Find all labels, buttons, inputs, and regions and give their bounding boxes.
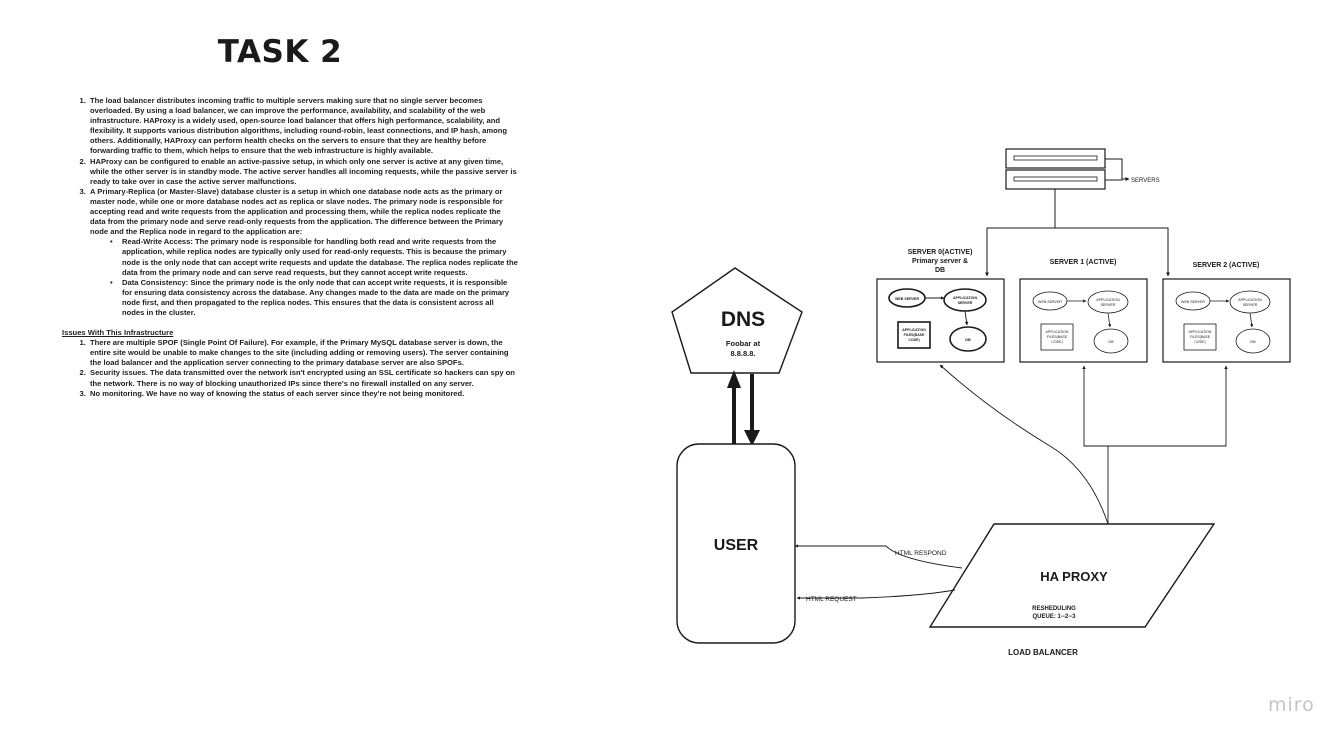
ha-proxy-label: HA PROXY <box>1040 569 1108 584</box>
server0-box: WEB SERVER APPLICATION SERVER APPLICATIO… <box>876 278 1005 363</box>
app-server-label: APPLICATION <box>1096 298 1120 302</box>
application-server-node <box>1087 290 1129 314</box>
app-server-label-2: SERVER <box>1243 303 1258 307</box>
proxy-to-server0-arrow <box>939 364 1109 525</box>
queue-label: RESHEDULING <box>1032 606 1076 612</box>
page-title: TASK 2 <box>217 34 343 70</box>
sub-list-item: Data Consistency: Since the primary node… <box>110 278 518 318</box>
intro-list: The load balancer distributes incoming t… <box>62 96 518 318</box>
sub-list: Read-Write Access: The primary node is r… <box>90 237 518 318</box>
servers-label: SERVERS <box>1131 178 1160 184</box>
application-files-box <box>1040 323 1074 351</box>
list-item: The load balancer distributes incoming t… <box>88 96 518 157</box>
app-to-db-arrow <box>964 310 969 326</box>
queue-value: QUEUE: 1--2--3 <box>1032 614 1076 620</box>
server2-title: SERVER 2 (ACTIVE) <box>1193 262 1260 269</box>
web-server-label: WEB SERVER <box>1181 300 1205 304</box>
proxy-to-server2-line <box>1108 365 1228 447</box>
application-files-box <box>897 321 931 349</box>
server2-box: WEB SERVER APPLICATION SERVER APPLICATIO… <box>1162 278 1291 363</box>
user-to-dns-arrow <box>727 370 741 446</box>
list-item-text: A Primary-Replica (or Master-Slave) data… <box>90 186 504 237</box>
proxy-to-servers-line <box>1082 365 1109 524</box>
app-files-label-2: FILES(BASE <box>1190 335 1211 339</box>
rack-unit-inner <box>1013 155 1098 161</box>
db-node <box>1093 328 1129 354</box>
app-files-label: APPLICATION <box>1046 330 1069 334</box>
app-to-db-arrow <box>1107 312 1112 328</box>
server0-subtitle: Primary server & <box>912 258 968 265</box>
html-request-label: HTML REQUEST <box>806 596 857 603</box>
list-item: Security issues. The data transmitted ov… <box>88 368 518 388</box>
app-files-label-2: FILES(BASE <box>1047 335 1068 339</box>
sub-list-item: Read-Write Access: The primary node is r… <box>110 237 518 277</box>
rack-unit-inner <box>1013 176 1098 182</box>
app-files-label-3: CODE) <box>908 338 919 342</box>
dns-address-value: 8.8.8.8. <box>730 349 755 358</box>
miro-watermark: miro <box>1268 694 1315 716</box>
explanation-text: The load balancer distributes incoming t… <box>62 96 518 399</box>
web-server-label: WEB SERVER <box>895 297 920 301</box>
server0-subtitle-db: DB <box>935 267 945 274</box>
issues-heading: Issues With This Infrastructure <box>62 328 174 338</box>
app-server-label: APPLICATION <box>1238 298 1262 302</box>
app-files-label-3: CODE) <box>1051 340 1062 344</box>
list-item: No monitoring. We have no way of knowing… <box>88 389 518 399</box>
app-server-label: APPLICATION <box>953 296 977 300</box>
rack-to-server2-line <box>1055 227 1170 277</box>
server0-title: SERVER 0(ACTIVE) <box>908 249 973 256</box>
html-respond-label: HTML RESPOND <box>895 550 947 557</box>
ha-proxy-node <box>928 523 1216 628</box>
db-label: DB <box>1250 340 1256 344</box>
dns-address-label: Foobar at <box>726 339 761 348</box>
html-request-arrow <box>796 589 956 600</box>
dns-to-user-arrow <box>744 374 760 446</box>
app-files-label: APPLICATION <box>902 328 926 332</box>
list-item: There are multiple SPOF (Single Point Of… <box>88 338 518 368</box>
server1-box: WEB SERVER APPLICATION SERVER APPLICATIO… <box>1019 278 1148 363</box>
list-item: HAProxy can be configured to enable an a… <box>88 157 518 187</box>
db-label: DB <box>1108 340 1114 344</box>
db-label: DB <box>965 338 971 342</box>
app-files-label-3: CODE) <box>1194 340 1205 344</box>
dns-title: DNS <box>721 308 765 331</box>
load-balancer-label: LOAD BALANCER <box>1008 648 1078 657</box>
html-respond-arrow <box>794 544 963 569</box>
server1-title: SERVER 1 (ACTIVE) <box>1050 259 1117 266</box>
application-server-node <box>943 288 987 312</box>
web-server-label: WEB SERVER <box>1038 300 1062 304</box>
issues-list: There are multiple SPOF (Single Point Of… <box>62 338 518 399</box>
app-server-label-2: SERVER <box>1101 303 1116 307</box>
user-node <box>676 443 796 644</box>
app-files-label: APPLICATION <box>1189 330 1212 334</box>
app-to-db-arrow <box>1249 312 1254 328</box>
server-rack <box>1005 148 1106 190</box>
application-server-node <box>1229 290 1271 314</box>
application-files-box <box>1183 323 1217 351</box>
server1-frame <box>1019 278 1148 363</box>
server2-frame <box>1162 278 1291 363</box>
db-node <box>949 326 987 352</box>
user-label: USER <box>714 537 759 554</box>
app-files-label-2: FILES(BASE <box>904 333 925 337</box>
db-node <box>1235 328 1271 354</box>
rack-to-servers-line <box>985 189 1056 277</box>
servers-bracket <box>1105 158 1129 180</box>
list-item: A Primary-Replica (or Master-Slave) data… <box>88 187 518 318</box>
app-server-label-2: SERVER <box>958 301 973 305</box>
